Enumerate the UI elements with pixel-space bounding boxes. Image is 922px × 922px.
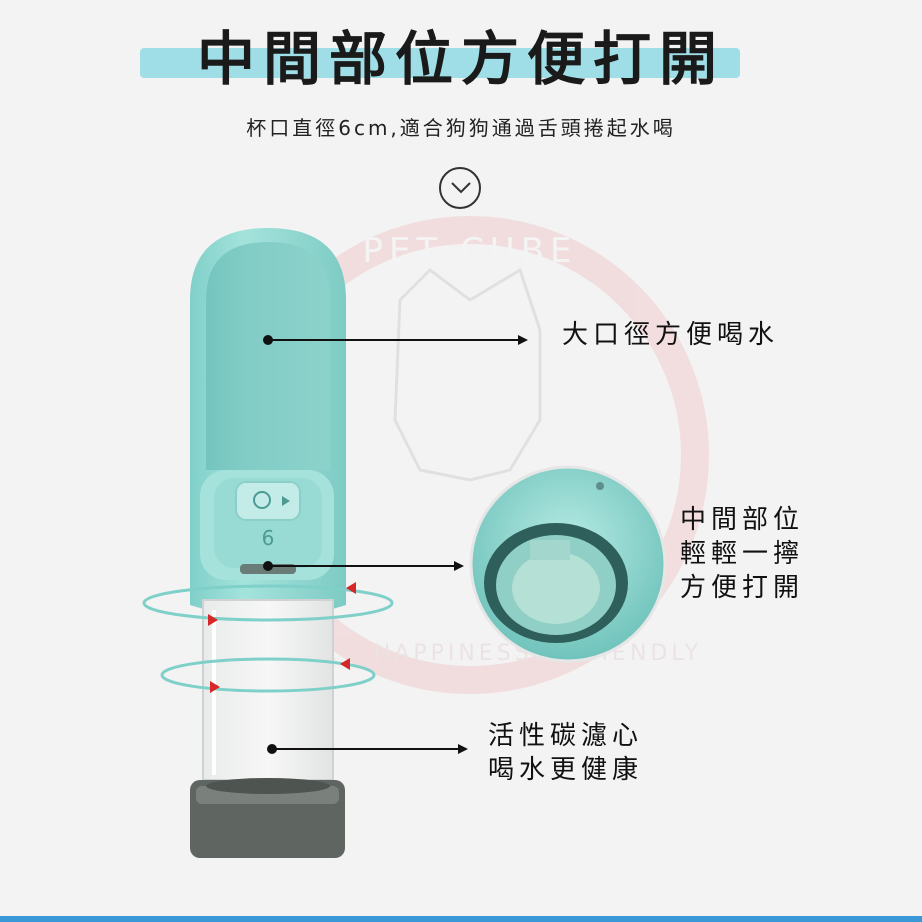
release-button [235, 481, 301, 521]
arrow-right-icon [210, 681, 220, 693]
detail-zoom-circle [469, 465, 667, 663]
callout-line: 中間部位 [680, 505, 805, 535]
arrow-left-icon [346, 582, 356, 594]
watermark-top-text: PET CUBE [363, 231, 578, 271]
callout-filter: 活性碳濾心 喝水更健康 [488, 719, 688, 787]
rotation-arrows [142, 582, 394, 693]
bottle-body: 6 [190, 228, 346, 618]
callout-middle-open: 中間部位 輕輕一擰 方便打開 [680, 503, 830, 605]
arrow-left-icon [340, 658, 350, 670]
arrow-right-icon [208, 614, 218, 626]
chevron-down-icon [451, 182, 471, 194]
callout-wide-mouth: 大口徑方便喝水 [562, 320, 780, 350]
bottom-cap [190, 778, 345, 858]
cap-number: 6 [262, 526, 275, 550]
callout-line: 方便打開 [680, 573, 805, 603]
scroll-down-button[interactable] [439, 167, 481, 209]
cat-face-icon [253, 491, 290, 509]
callout-line: 喝水更健康 [488, 755, 644, 785]
callout-line: 輕輕一擰 [680, 539, 805, 569]
title-highlight [140, 48, 740, 78]
callout-line: 活性碳濾心 [488, 721, 644, 751]
cat-silhouette-icon [393, 267, 542, 482]
page-subtitle: 杯口直徑6cm,適合狗狗通過舌頭捲起水喝 [246, 116, 676, 140]
leader-lines [263, 335, 528, 754]
bottom-accent-bar [0, 916, 922, 922]
page-title: 中間部位方便打開 [196, 25, 725, 93]
